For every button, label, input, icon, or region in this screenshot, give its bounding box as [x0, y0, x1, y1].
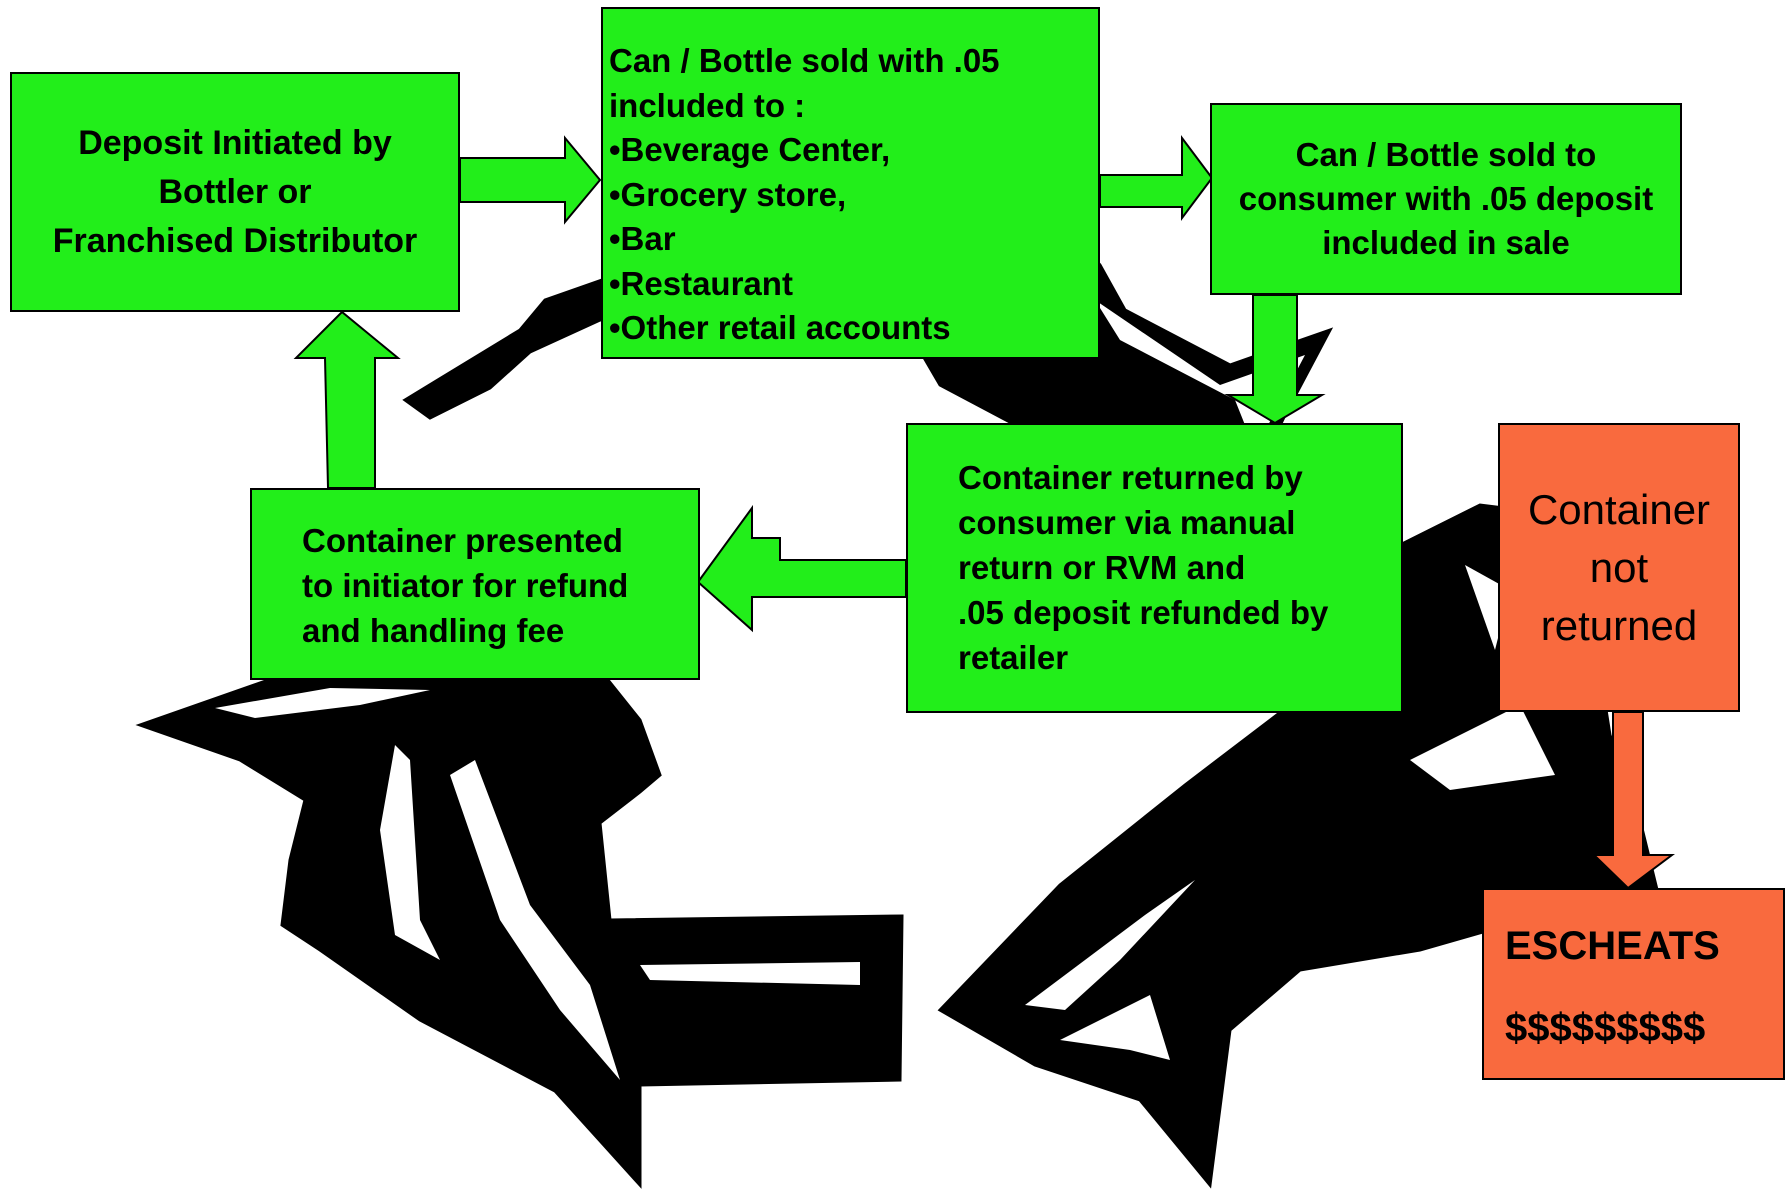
arrow-presented-to-deposit: [293, 310, 401, 489]
returned-by-consumer-line-5: retailer: [958, 639, 1069, 676]
deposit-initiated-line-2: Bottler or: [158, 172, 312, 211]
deposit-initiated-box: Deposit Initiated by Bottler or Franchis…: [10, 72, 460, 312]
not-returned-line-3: returned: [1540, 601, 1698, 649]
not-returned-box: Container not returned: [1498, 423, 1740, 712]
returned-by-consumer-line-4: .05 deposit refunded by: [958, 594, 1329, 631]
sold-to-retail-box: Can / Bottle sold with .05 included to :…: [601, 7, 1100, 359]
presented-to-initiator-line-3: and handling fee: [302, 612, 565, 649]
sold-to-consumer-box: Can / Bottle sold to consumer with .05 d…: [1210, 103, 1682, 295]
sold-to-retail-bullet-grocery-store: •Grocery store,: [609, 175, 847, 213]
escheats-amount: $$$$$$$$$: [1505, 1006, 1706, 1050]
presented-to-initiator-line-2: to initiator for refund: [302, 567, 629, 604]
sold-to-consumer-line-2: consumer with .05 deposit: [1238, 180, 1654, 217]
sold-to-retail-bullet-other-accounts: •Other retail accounts: [609, 309, 951, 346]
returned-by-consumer-line-2: consumer via manual: [958, 504, 1296, 541]
sold-to-retail-line-2: included to :: [609, 86, 806, 124]
returned-by-consumer-box: Container returned by consumer via manua…: [906, 423, 1403, 713]
presented-to-initiator-box: Container presented to initiator for ref…: [250, 488, 700, 680]
arrow-returned-to-presented: [696, 504, 907, 633]
deposit-initiated-line-3: Franchised Distributor: [52, 221, 418, 260]
sold-to-consumer-line-3: included in sale: [1322, 224, 1570, 261]
presented-to-initiator-line-1: Container presented: [302, 522, 623, 559]
sold-to-retail-bullet-beverage-center: •Beverage Center,: [609, 131, 891, 168]
arrow-deposit-to-retail: [459, 135, 602, 225]
returned-by-consumer-line-3: return or RVM and: [958, 549, 1246, 586]
arrow-not-returned-to-escheats: [1591, 711, 1675, 890]
not-returned-line-1: Container: [1527, 485, 1711, 533]
sold-to-retail-bullet-bar: •Bar: [609, 220, 676, 257]
returned-by-consumer-line-1: Container returned by: [958, 459, 1303, 496]
deposit-initiated-line-1: Deposit Initiated by: [78, 123, 392, 162]
sold-to-retail-line-1: Can / Bottle sold with .05: [609, 42, 1000, 79]
sold-to-consumer-line-1: Can / Bottle sold to: [1295, 136, 1597, 173]
arrow-retail-to-consumer: [1099, 135, 1214, 221]
escheats-label: ESCHEATS: [1505, 924, 1720, 968]
sold-to-retail-bullet-restaurant: •Restaurant: [609, 264, 793, 302]
not-returned-line-2: not: [1589, 543, 1649, 591]
arrow-consumer-to-returned: [1224, 294, 1326, 425]
escheats-box: ESCHEATS $$$$$$$$$: [1482, 888, 1785, 1080]
